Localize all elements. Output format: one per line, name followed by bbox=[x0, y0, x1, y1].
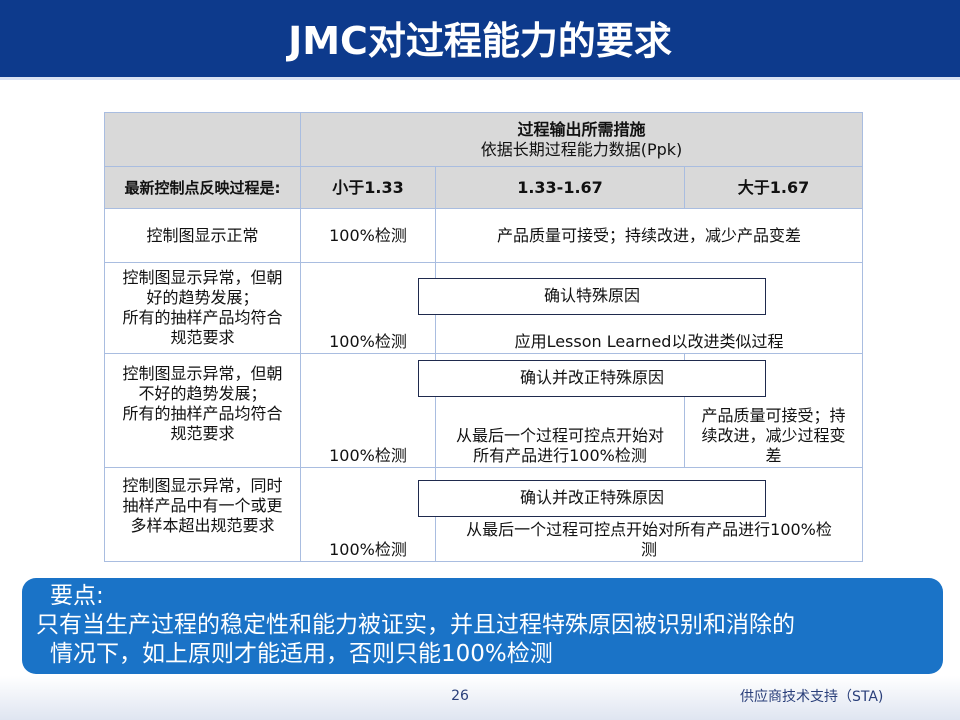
page-number: 26 bbox=[451, 688, 469, 704]
condition-line: 控制图显示异常，但朝 bbox=[122, 363, 283, 383]
footer-supplier-text: 供应商技术支持（STA) bbox=[740, 689, 884, 705]
condition-line: 抽样产品中有一个或更 bbox=[122, 495, 283, 515]
mid-action-line: 从最后一个过程可控点开始对 bbox=[455, 426, 664, 445]
condition-line: 不好的趋势发展； bbox=[138, 383, 267, 403]
header-measures-cell: 过程输出所需措施 依据长期过程能力数据(Ppk) bbox=[299, 112, 864, 167]
condition-line: 所有的抽样产品均符合 bbox=[122, 308, 283, 327]
row-lt-value: 100%检测 bbox=[300, 208, 436, 263]
condition-line: 控制图显示异常，同时 bbox=[122, 475, 283, 495]
gt-action-line: 产品质量可接受；持 bbox=[701, 406, 846, 425]
column-gt: 大于1.67 bbox=[683, 166, 864, 209]
key-points-heading: 要点: bbox=[50, 583, 104, 609]
requirements-table: 过程输出所需措施 依据长期过程能力数据(Ppk) 最新控制点反映过程是: 小于1… bbox=[104, 112, 864, 562]
table-row: 控制图显示正常 100%检测 产品质量可接受；持续改进，减少产品变差 bbox=[104, 208, 864, 263]
confirm-correct-cause-box: 确认并改正特殊原因 bbox=[418, 360, 766, 397]
measures-title: 过程输出所需措施 bbox=[517, 119, 646, 139]
condition-line: 规范要求 bbox=[170, 328, 235, 347]
condition-line: 好的趋势发展； bbox=[146, 288, 259, 307]
gt-action-line: 差 bbox=[765, 446, 782, 465]
column-lt: 小于1.33 bbox=[300, 166, 436, 209]
column-row-label: 最新控制点反映过程是: bbox=[104, 166, 301, 209]
key-points-line: 只有当生产过程的稳定性和能力被证实，并且过程特殊原因被识别和消除的 bbox=[36, 612, 795, 638]
measures-subtitle: 依据长期过程能力数据(Ppk) bbox=[480, 139, 683, 159]
row-lt-value: 100%检测 bbox=[300, 262, 436, 354]
table-header-row: 过程输出所需措施 依据长期过程能力数据(Ppk) bbox=[104, 112, 864, 167]
condition-line: 所有的抽样产品均符合 bbox=[122, 403, 283, 423]
table-row: 控制图显示异常，但朝 不好的趋势发展； 所有的抽样产品均符合 规范要求 100%… bbox=[104, 353, 864, 468]
action-line: 测 bbox=[641, 540, 658, 559]
row-condition: 控制图显示正常 bbox=[104, 208, 301, 263]
table-column-row: 最新控制点反映过程是: 小于1.33 1.33-1.67 大于1.67 bbox=[104, 166, 864, 209]
row-condition: 控制图显示异常，但朝 不好的趋势发展； 所有的抽样产品均符合 规范要求 bbox=[104, 353, 301, 468]
column-mid: 1.33-1.67 bbox=[435, 166, 685, 209]
mid-action-line: 所有产品进行100%检测 bbox=[473, 446, 647, 465]
row-lt-value: 100%检测 bbox=[300, 353, 436, 468]
gt-action-line: 续改进，减少过程变 bbox=[701, 426, 846, 445]
confirm-special-cause-box: 确认特殊原因 bbox=[418, 278, 766, 315]
action-line: 从最后一个过程可控点开始对所有产品进行100%检 bbox=[466, 520, 832, 539]
condition-line: 规范要求 bbox=[170, 423, 235, 443]
row-action: 产品质量可接受；持续改进，减少产品变差 bbox=[434, 208, 864, 263]
key-points-line: 情况下，如上原则才能适用，否则只能100%检测 bbox=[50, 641, 553, 667]
row-condition: 控制图显示异常，但朝 好的趋势发展； 所有的抽样产品均符合 规范要求 bbox=[104, 262, 301, 354]
condition-line: 多样本超出规范要求 bbox=[130, 515, 275, 535]
row-lt-value: 100%检测 bbox=[300, 467, 436, 562]
row-condition: 控制图显示异常，同时 抽样产品中有一个或更 多样本超出规范要求 bbox=[104, 467, 301, 562]
key-points-box: 要点: 只有当生产过程的稳定性和能力被证实，并且过程特殊原因被识别和消除的 情况… bbox=[22, 578, 943, 674]
title-bar bbox=[0, 0, 960, 80]
slide-title: JMC对过程能力的要求 bbox=[288, 19, 672, 63]
condition-line: 控制图显示异常，但朝 bbox=[122, 268, 283, 287]
header-blank-cell bbox=[104, 112, 301, 167]
confirm-correct-cause-box-2: 确认并改正特殊原因 bbox=[418, 480, 766, 517]
footer-band bbox=[0, 676, 960, 720]
